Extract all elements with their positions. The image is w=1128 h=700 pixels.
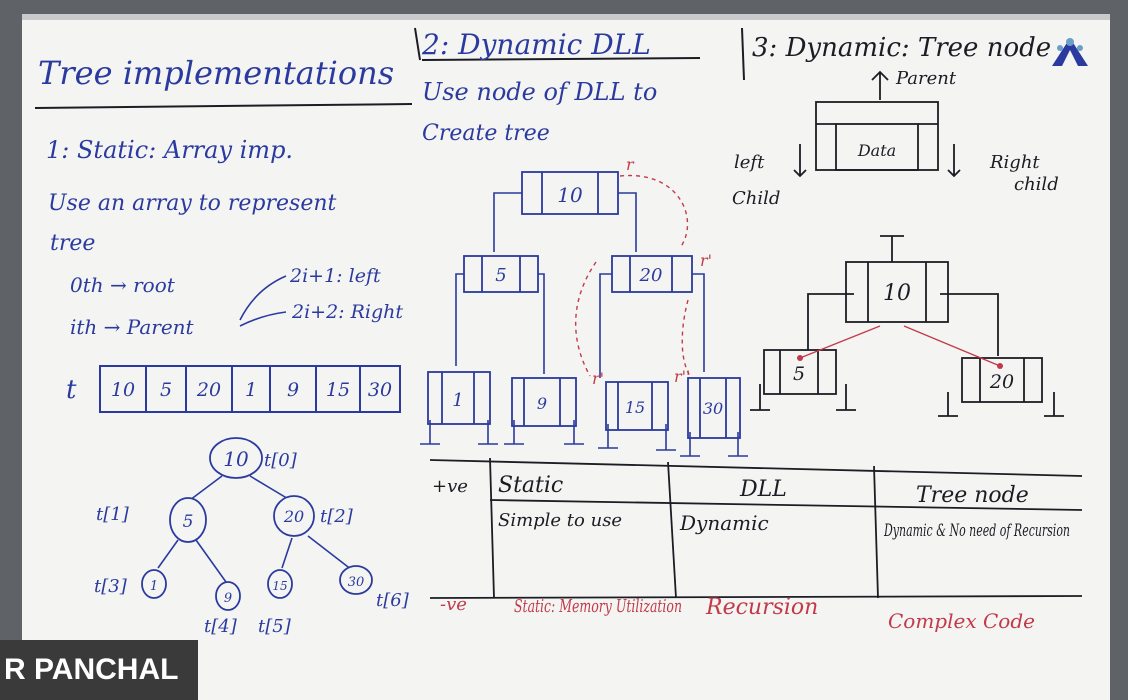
s3-node-l-value: 5 bbox=[793, 363, 805, 385]
s2-red-label-0: r bbox=[626, 155, 635, 174]
s2-node-rl-value: 15 bbox=[625, 398, 645, 417]
s2-heading: 2: Dynamic DLL bbox=[421, 28, 651, 61]
array-cell-0: 10 bbox=[111, 379, 135, 401]
table-pro-static: Simple to use bbox=[498, 510, 622, 531]
s2-node-r-value: 20 bbox=[639, 265, 663, 286]
s1-label-t2: t[2] bbox=[320, 506, 354, 527]
s3-heading: 3: Dynamic: Tree node bbox=[752, 33, 1051, 63]
table-header-static: Static bbox=[498, 473, 563, 498]
s2-red-label-3: r'' bbox=[674, 367, 690, 386]
s1-node-ll-value: 1 bbox=[150, 579, 158, 594]
s1-node-l-value: 5 bbox=[183, 512, 194, 532]
s1-rule-left: 2i+1: left bbox=[289, 265, 381, 287]
s1-node-rr bbox=[339, 565, 373, 595]
s1-rule-right: 2i+2: Right bbox=[291, 301, 403, 323]
s1-desc-1: Use an array to represent bbox=[48, 191, 337, 216]
s1-node-ll bbox=[141, 569, 167, 599]
table-header-tree-node: Tree node bbox=[916, 483, 1029, 508]
s3-left-label-2: Child bbox=[732, 188, 780, 209]
s1-node-l bbox=[169, 497, 207, 543]
s2-desc-2: Create tree bbox=[422, 121, 550, 146]
s2-node-l-value: 5 bbox=[495, 265, 506, 286]
s3-node-r-value: 20 bbox=[989, 371, 1014, 393]
logo-icon bbox=[1052, 38, 1088, 66]
array-cell-4: 9 bbox=[287, 379, 299, 401]
array-cell-3: 1 bbox=[245, 379, 257, 401]
s3-node-template bbox=[793, 70, 961, 178]
table-pro-tree-node: Dynamic & No need of Recursion bbox=[883, 521, 1070, 541]
s3-parent-label: Parent bbox=[895, 68, 957, 89]
table-minus-label: -ve bbox=[440, 594, 467, 615]
array-var: t bbox=[66, 375, 77, 405]
table-con-dll: Recursion bbox=[705, 595, 818, 620]
s2-node-root-value: 10 bbox=[557, 183, 583, 207]
s1-arrow-left bbox=[239, 275, 287, 321]
array-cell-2: 20 bbox=[196, 379, 221, 401]
table-pro-dll: Dynamic bbox=[679, 511, 769, 535]
s3-node-root-value: 10 bbox=[883, 281, 911, 306]
s1-node-lr bbox=[215, 581, 241, 611]
column-dividers bbox=[34, 27, 745, 109]
s3-left-label-1: left bbox=[734, 152, 765, 173]
s3-tree bbox=[750, 235, 1064, 417]
s1-label-t6: t[6] bbox=[376, 590, 410, 611]
s1-label-t3: t[3] bbox=[94, 576, 128, 597]
s2-node-ll-value: 1 bbox=[452, 390, 463, 411]
table-header-dll: DLL bbox=[739, 477, 787, 502]
s1-node-root-value: 10 bbox=[223, 447, 249, 471]
s1-label-t1: t[1] bbox=[96, 504, 130, 525]
s1-desc-2: tree bbox=[50, 231, 95, 256]
s2-desc-1: Use node of DLL to bbox=[422, 78, 657, 106]
s3-parent-links bbox=[799, 325, 1001, 367]
s2-node-rr-value: 30 bbox=[703, 399, 723, 418]
s1-node-rl bbox=[267, 569, 293, 599]
s1-node-lr-value: 9 bbox=[224, 591, 232, 606]
array-cell-1: 5 bbox=[160, 379, 172, 401]
table-con-tree-node: Complex Code bbox=[888, 609, 1035, 633]
s3-right-label-2: child bbox=[1014, 174, 1059, 195]
s3-data-label: Data bbox=[857, 141, 896, 160]
s1-node-r-value: 20 bbox=[283, 507, 304, 526]
array-cell-5: 15 bbox=[326, 379, 350, 401]
table-con-static: Static: Memory Utilization bbox=[514, 596, 682, 617]
s1-tree-edges bbox=[157, 475, 353, 583]
presenter-name-caption: R PANCHAL bbox=[0, 640, 198, 700]
s1-node-rl-value: 15 bbox=[272, 579, 287, 593]
s2-red-label-2: r' bbox=[592, 369, 604, 388]
table-plus-label: +ve bbox=[432, 476, 468, 497]
s1-array: 10 5 20 1 9 15 30 bbox=[99, 365, 401, 413]
board-title: Tree implementations bbox=[38, 54, 394, 92]
s1-label-t4: t[4] bbox=[204, 616, 238, 637]
s1-label-t5: t[5] bbox=[258, 616, 292, 637]
s1-node-r bbox=[273, 495, 315, 537]
s2-dll-nodes bbox=[427, 171, 741, 439]
s2-node-lr-value: 9 bbox=[537, 394, 547, 413]
s1-arrow-right bbox=[239, 311, 287, 327]
s1-node-rr-value: 30 bbox=[348, 575, 365, 590]
s2-recursion-paths bbox=[575, 174, 691, 377]
array-cell-6: 30 bbox=[368, 379, 392, 401]
s3-right-label-1: Right bbox=[989, 152, 1040, 173]
comparison-table-grid bbox=[429, 457, 1083, 599]
s2-red-label-1: r' bbox=[700, 251, 712, 270]
s1-rule-root: 0th → root bbox=[70, 273, 176, 297]
board-surface bbox=[22, 14, 1110, 700]
s1-label-t0: t[0] bbox=[264, 450, 298, 471]
s1-heading: 1: Static: Array imp. bbox=[46, 136, 293, 164]
s1-rule-parent: ith → Parent bbox=[70, 315, 195, 339]
s2-dll-edges bbox=[420, 192, 748, 457]
s1-node-root bbox=[209, 437, 263, 479]
